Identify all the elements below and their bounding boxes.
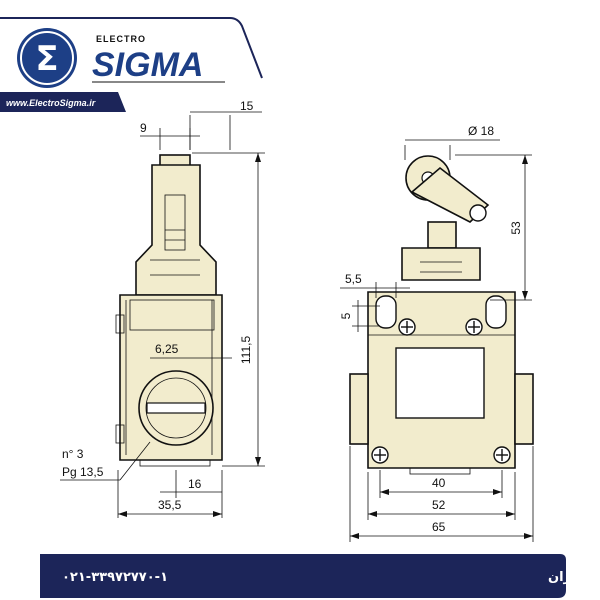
- footer-title: الکترو سیگما - نماینده رسمی ERSCE ایتالی…: [548, 569, 600, 585]
- screw-icon: [465, 318, 483, 336]
- lever-arm: [410, 166, 490, 223]
- conduit-slot: [146, 402, 206, 414]
- website-url: www.ElectroSigma.ir: [6, 98, 96, 108]
- dim-hole-width: 5,5: [345, 272, 362, 286]
- left-view: 15 9 111,5 6,25 n° 3 Pg 13,5 16 35,5: [60, 100, 265, 518]
- left-conduit-stub: [349, 373, 369, 445]
- dim-lever-height: 53: [509, 221, 523, 235]
- mounting-hole-left: [375, 295, 397, 329]
- dim-offset: 6,25: [155, 342, 179, 356]
- sigma-logo-icon: Σ: [17, 28, 77, 88]
- footer-bar: [40, 554, 566, 598]
- dim-body-width: 52: [432, 498, 446, 512]
- technical-drawing: 15 9 111,5 6,25 n° 3 Pg 13,5 16 35,5: [60, 100, 534, 542]
- right-head: [401, 247, 481, 281]
- dim-total-width: 65: [432, 520, 446, 534]
- screw-icon: [493, 446, 511, 464]
- dim-hole-height: 5: [339, 312, 353, 319]
- dim-depth: 35,5: [158, 498, 182, 512]
- dim-inner-width: 16: [188, 477, 202, 491]
- cover-window: [395, 347, 485, 419]
- screw-icon: [398, 318, 416, 336]
- url-strip: [0, 92, 126, 112]
- mounting-hole-right: [485, 295, 507, 329]
- lever-shaft: [427, 221, 457, 249]
- dim-hole-spacing: 40: [432, 476, 446, 490]
- brand-small-text: ELECTRO: [96, 34, 146, 44]
- right-conduit-stub: [514, 373, 534, 445]
- conduit-thread: Pg 13,5: [62, 465, 104, 479]
- dim-top-width: 15: [240, 100, 254, 113]
- dim-total-height: 111,5: [239, 336, 253, 365]
- svg-text:Σ: Σ: [35, 39, 58, 79]
- footer-phone: ۰۲۱-۳۳۹۷۲۷۷۰-۱: [62, 570, 168, 585]
- brand-name: SIGMA: [92, 46, 203, 84]
- screw-icon: [371, 446, 389, 464]
- right-view: Ø 18 53 5,5 5 40 52: [339, 124, 534, 542]
- dim-plunger-width: 9: [140, 121, 147, 135]
- dim-roller-diameter: Ø 18: [468, 124, 494, 138]
- header: www.ElectroSigma.ir Σ ELECTRO SIGMA: [0, 17, 270, 112]
- conduit-count: n° 3: [62, 447, 84, 461]
- footer: الکترو سیگما - نماینده رسمی ERSCE ایتالی…: [0, 546, 600, 600]
- logo-banner-outline: [0, 17, 263, 79]
